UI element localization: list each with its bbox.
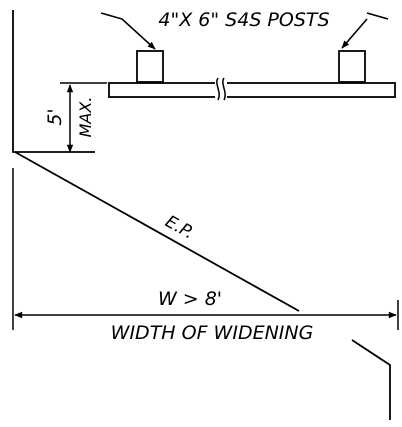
max-height-qualifier: MAX.: [76, 97, 95, 138]
rail-beam: [108, 82, 396, 98]
posts-label-right-bracket: [366, 12, 389, 20]
rail-break-gap: [215, 79, 227, 101]
posts-leader-right: [341, 18, 368, 49]
post-left: [136, 50, 164, 83]
width-condition-label: W > 8': [158, 288, 222, 310]
posts-label: 4"X 6" S4S POSTS: [158, 9, 329, 31]
width-caption: WIDTH OF WIDENING: [111, 322, 314, 344]
rail-break-symbol: [216, 77, 226, 101]
edge-of-pavement-label: E.P.: [162, 212, 197, 244]
widening-edge-outline: [351, 339, 391, 420]
left-edge-outline: [12, 10, 95, 153]
posts-label-left-bracket: [100, 12, 123, 20]
max-height-value: 5': [44, 108, 66, 125]
posts-leader-left: [121, 18, 156, 50]
post-right: [338, 50, 366, 83]
edge-of-pavement-line: [14, 151, 300, 312]
